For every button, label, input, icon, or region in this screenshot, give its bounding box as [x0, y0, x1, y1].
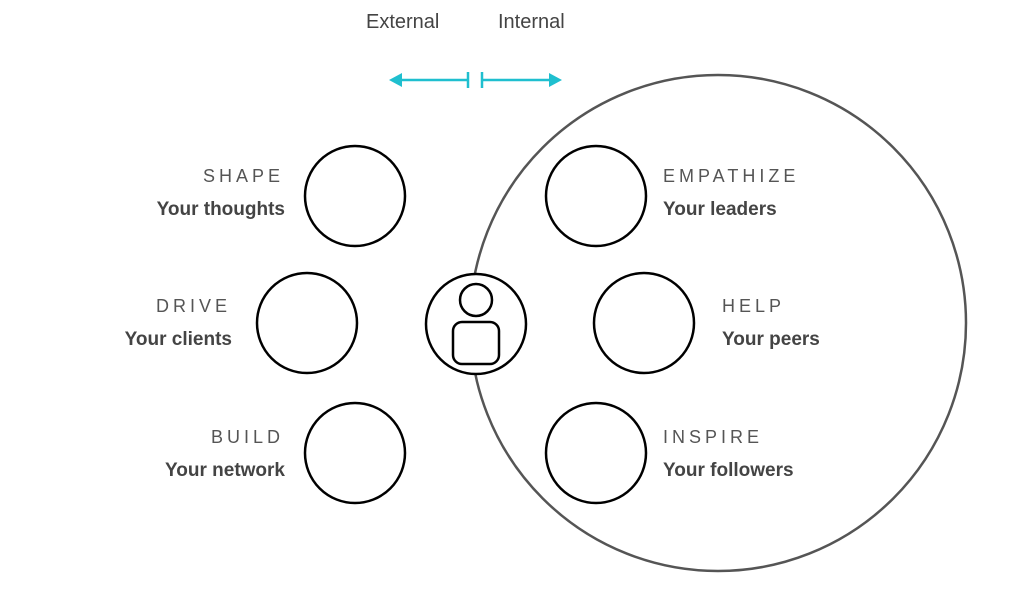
build-title: BUILD [210, 427, 284, 447]
empathize-subtitle: Your leaders [663, 199, 777, 220]
empathize-title: EMPATHIZE [663, 166, 800, 186]
external-label: External [366, 11, 440, 33]
shape-title: SHAPE [202, 166, 284, 186]
center-circle [424, 272, 528, 376]
help-subtitle: Your peers [722, 329, 820, 350]
help-title: HELP [722, 296, 786, 316]
external-arrow [389, 72, 470, 88]
internal-arrow [480, 72, 562, 88]
internal-zone-circle [468, 73, 968, 573]
inspire-circle [544, 401, 648, 505]
person-icon [451, 282, 501, 366]
build-circle [303, 401, 407, 505]
drive-circle [255, 271, 359, 375]
inspire-subtitle: Your followers [663, 460, 794, 481]
empathize-circle [544, 144, 648, 248]
shape-subtitle: Your thoughts [156, 199, 285, 220]
build-subtitle: Your network [165, 460, 285, 481]
drive-title: DRIVE [155, 296, 231, 316]
drive-subtitle: Your clients [124, 329, 232, 350]
internal-label: Internal [498, 11, 565, 33]
inspire-title: INSPIRE [663, 427, 764, 447]
help-circle [592, 271, 696, 375]
shape-circle [303, 144, 407, 248]
